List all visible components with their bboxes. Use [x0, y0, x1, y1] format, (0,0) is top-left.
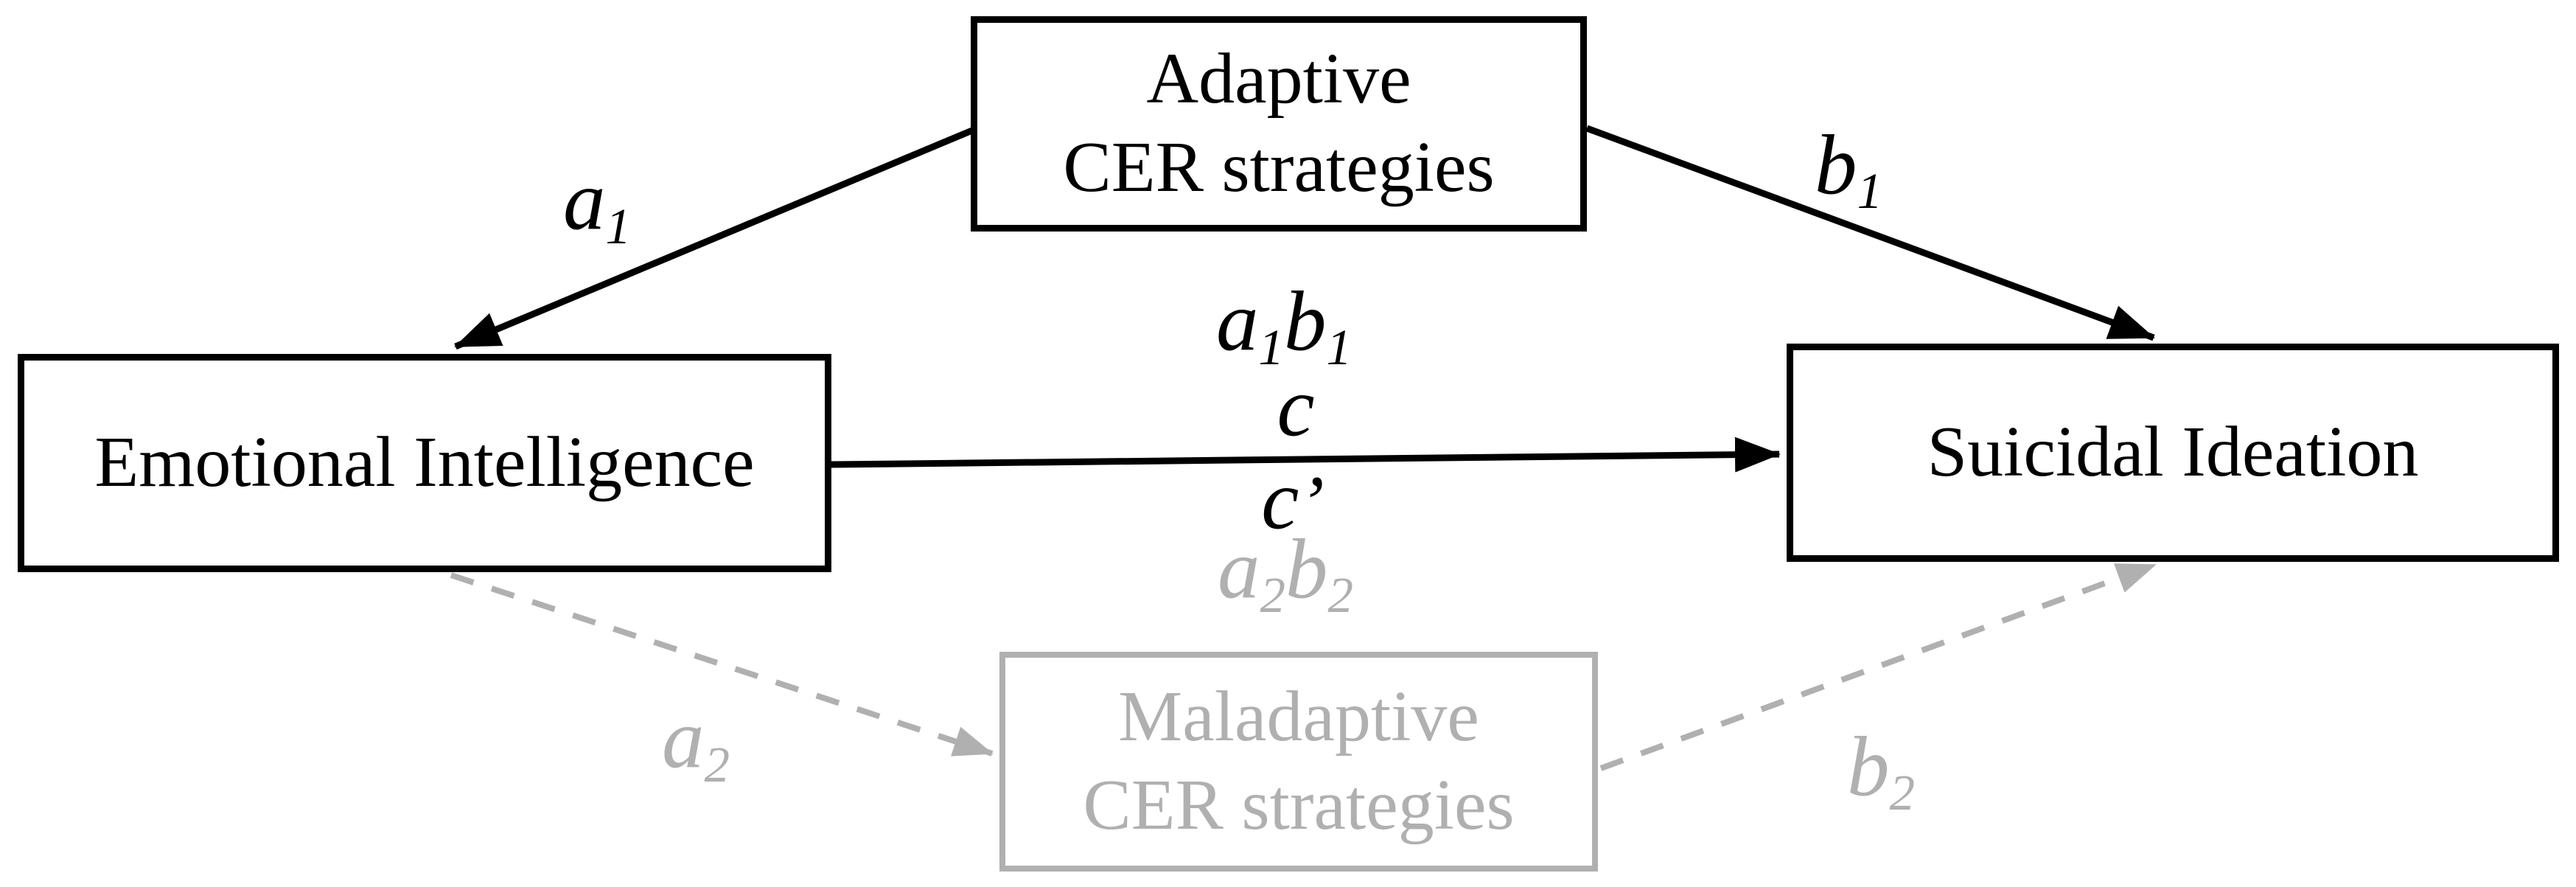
node-maladaptive-cer-strategies: Maladaptive CER strategies: [999, 652, 1598, 872]
node-label-line: CER strategies: [1083, 765, 1515, 845]
node-adaptive-cer-strategies: Adaptive CER strategies: [971, 16, 1587, 232]
node-label: Suicidal Ideation: [1927, 412, 2419, 493]
node-emotional-intelligence: Emotional Intelligence: [18, 354, 831, 572]
path-a2-arrow: [450, 572, 994, 756]
coef-label-a2b2: a2b2: [1218, 522, 1353, 623]
path-b2-arrow: [1599, 562, 2157, 771]
node-label: Emotional Intelligence: [94, 422, 755, 503]
coef-label-b1: b1: [1815, 118, 1882, 219]
node-label-line: Maladaptive: [1118, 677, 1479, 757]
coef-label-a1b1: a1b1: [1216, 274, 1352, 375]
node-label-line: CER strategies: [1063, 128, 1495, 207]
coef-label-a2: a2: [662, 692, 730, 793]
node-label-line: Adaptive: [1146, 39, 1411, 119]
coef-label-c: c: [1277, 360, 1315, 454]
coef-label-b2: b2: [1847, 720, 1915, 821]
path-a1-arrow: [454, 125, 979, 350]
node-suicidal-ideation: Suicidal Ideation: [1787, 344, 2559, 562]
coef-label-a1: a1: [563, 153, 631, 254]
coef-label-c-prime: c’: [1261, 453, 1324, 547]
path-c-arrow: [831, 436, 1781, 473]
path-b1-arrow: [1585, 125, 2155, 341]
